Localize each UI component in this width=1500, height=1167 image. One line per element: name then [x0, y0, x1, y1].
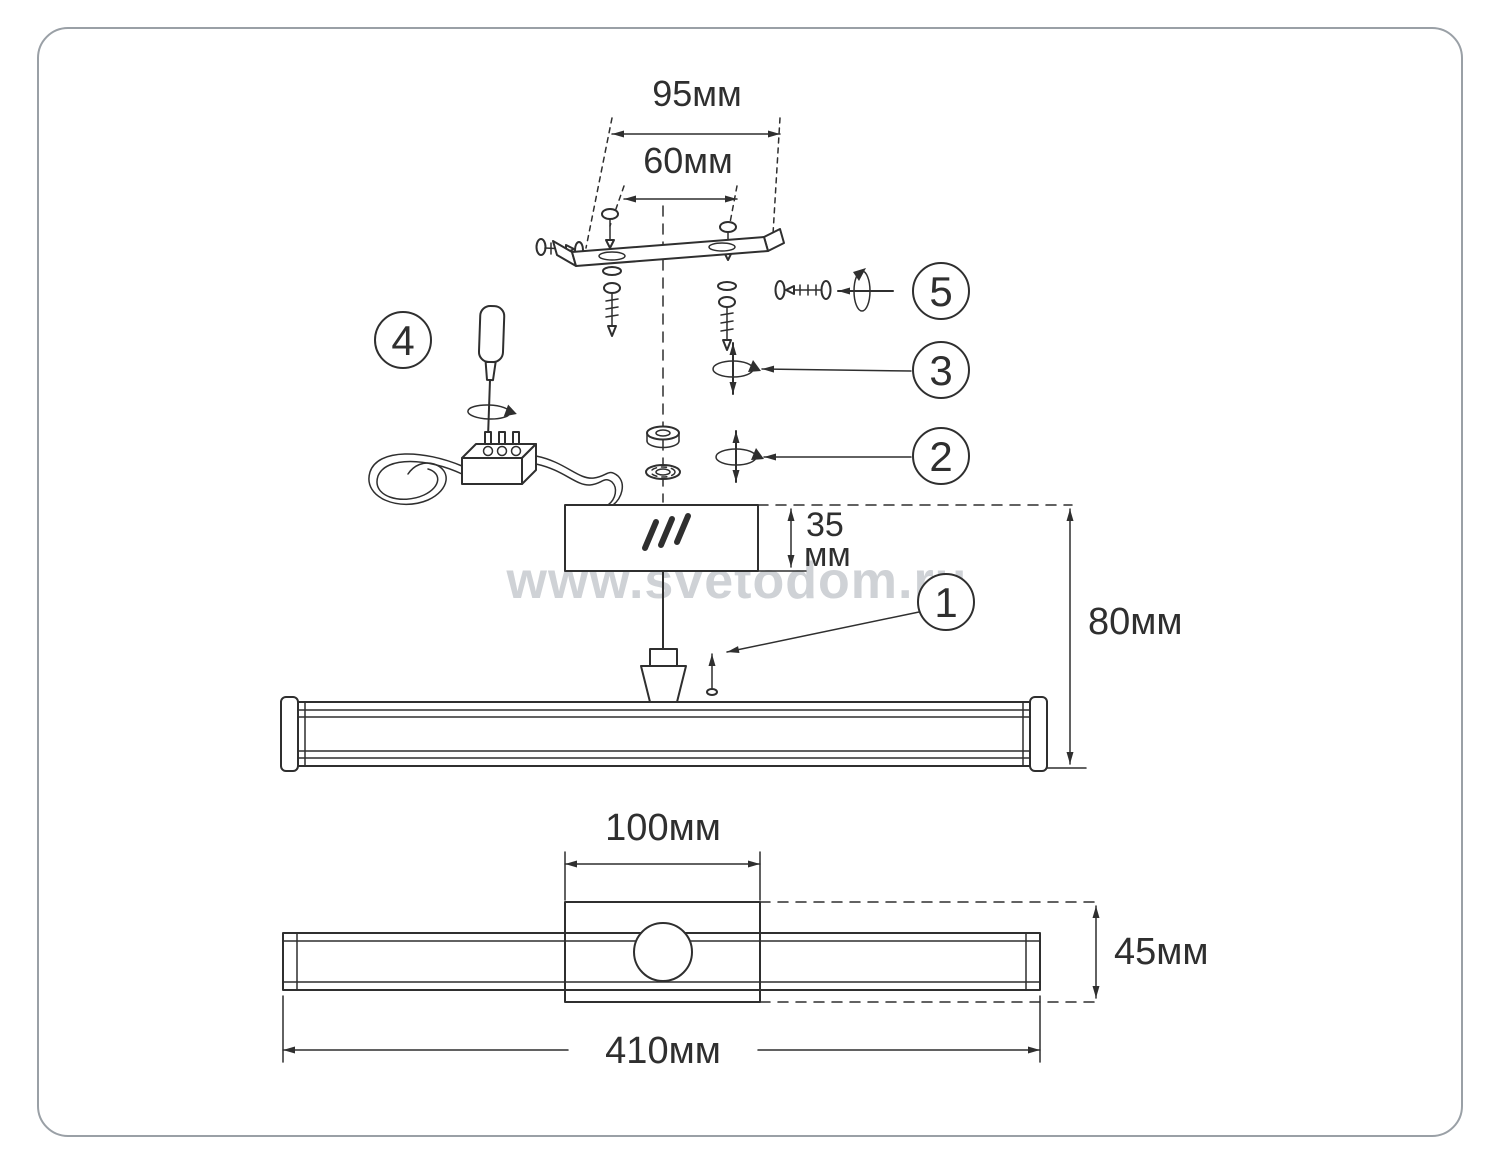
bracket-dimensions: 95мм 60мм — [585, 73, 781, 249]
dim-80mm-label: 80мм — [1088, 601, 1183, 643]
callout-4-number: 4 — [391, 317, 414, 364]
callout-3: 3 — [912, 341, 970, 399]
wiring-assembly — [368, 304, 624, 506]
light-bar-front-view — [280, 648, 1048, 772]
light-bar-top-view — [282, 901, 1041, 1003]
connector-cup — [640, 665, 687, 703]
dim-95mm-label: 95мм — [652, 73, 742, 114]
backplate-width-dimension: 100мм — [564, 807, 761, 901]
bar-body — [297, 701, 1031, 767]
callout-arrow-3 — [761, 365, 912, 373]
callout-1: 1 — [917, 573, 975, 631]
callout-4: 4 — [374, 311, 432, 369]
backplate-hole — [633, 922, 693, 982]
wire-right — [535, 455, 624, 506]
screw-bottom-right — [717, 281, 737, 351]
screw-bottom-left — [602, 266, 622, 337]
step1-pointer — [706, 611, 920, 696]
screwdriver — [467, 304, 517, 453]
lock-washer — [645, 464, 681, 480]
page-border — [37, 27, 1463, 1137]
callout-1-number: 1 — [934, 579, 957, 626]
dim-100mm-label: 100мм — [605, 807, 721, 849]
rotation-symbol-step3 — [712, 342, 912, 395]
rotation-symbol-step2 — [715, 430, 912, 483]
callout-arrow-1 — [726, 611, 920, 653]
end-cap-left — [280, 696, 299, 772]
callout-2-number: 2 — [929, 433, 952, 480]
wall-backplate — [564, 901, 761, 1003]
callout-2: 2 — [912, 427, 970, 485]
dim-60mm-label: 60мм — [643, 140, 733, 181]
end-cap-right — [1029, 696, 1048, 772]
fixture-length-dimension: 410мм — [282, 995, 1041, 1072]
dim-35mm-unit: мм — [804, 536, 851, 574]
bracket-slot-right — [708, 242, 736, 252]
wire-left — [368, 453, 463, 505]
canopy-height-dimension: 35 мм — [757, 504, 1073, 574]
screw-right-side — [774, 280, 832, 300]
connector-neck — [649, 648, 678, 667]
dim-45mm-label: 45мм — [1114, 931, 1209, 973]
dim-35mm-value: 35 — [806, 506, 844, 544]
fixture-depth-dimension: 45мм — [759, 901, 1209, 1003]
terminal-block — [461, 431, 537, 485]
ceiling-canopy — [564, 504, 759, 572]
screw-top-left — [601, 208, 619, 249]
dim-410mm-label: 410мм — [605, 1030, 721, 1072]
bracket-slot-left — [598, 251, 626, 261]
rotation-symbol-step5 — [837, 268, 894, 312]
callout-3-number: 3 — [929, 347, 952, 394]
drop-height-dimension: 80мм — [1046, 508, 1183, 769]
mounting-nut — [646, 425, 680, 449]
callout-5: 5 — [912, 262, 970, 320]
callout-5-number: 5 — [929, 268, 952, 315]
mounting-bracket — [535, 208, 832, 351]
